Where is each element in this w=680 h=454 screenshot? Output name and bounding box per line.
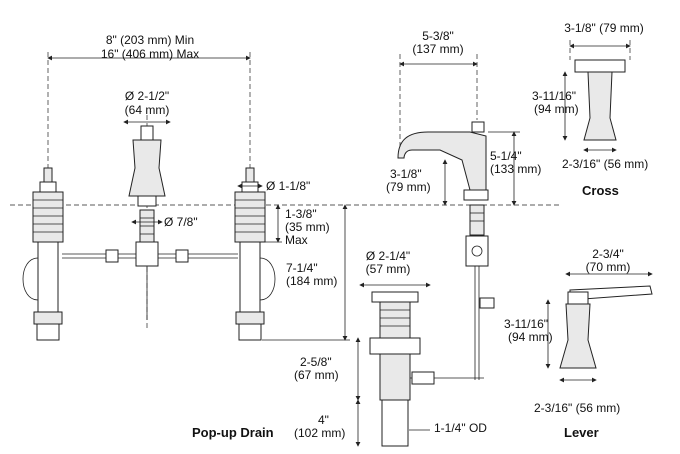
side-spout: [397, 54, 520, 380]
tail-od-label: 1-1/4" OD: [434, 421, 487, 435]
cross-title: Cross: [582, 183, 619, 198]
handle-diameter-mm: (64 mm): [124, 103, 170, 117]
tail-length-in: 4": [318, 413, 329, 427]
cross-handle: [562, 40, 631, 153]
below-deck-mm: (184 mm): [286, 274, 338, 288]
deck-max-mm: (35 mm): [285, 220, 330, 234]
cross-width-label: 3-1/8" (79 mm): [564, 21, 644, 35]
popup-drain-title: Pop-up Drain: [192, 425, 274, 440]
spout-reach-mm: (137 mm): [412, 42, 464, 56]
lever-height-in: 3-11/16": [504, 317, 549, 331]
left-valve: [22, 167, 64, 341]
drain-diameter-mm: (57 mm): [365, 262, 411, 276]
handle-diameter-in: Ø 2-1/2": [124, 89, 170, 103]
drain-body-mm: (67 mm): [294, 368, 339, 382]
shank-diameter-label: Ø 7/8": [164, 215, 198, 229]
cross-base-label: 2-3/16" (56 mm): [562, 157, 649, 171]
deck-max-word: Max: [285, 233, 308, 247]
spout-height-in: 3-1/8": [390, 167, 422, 181]
lever-width-mm: (70 mm): [585, 260, 631, 274]
cross-height-mm: (94 mm): [534, 102, 579, 116]
below-deck-in: 7-1/4": [286, 261, 318, 275]
right-valve: [234, 167, 276, 341]
tail-length-mm: (102 mm): [294, 426, 346, 440]
lever-handle: [545, 271, 653, 383]
deck-max-in: 1-3/8": [285, 207, 317, 221]
spout-reach-in: 5-3/8": [422, 29, 454, 43]
cross-height-in: 3-11/16": [532, 89, 577, 103]
spout-total-in: 5-1/4": [490, 149, 522, 163]
spread-min-label: 8" (203 mm) Min: [105, 33, 195, 47]
lever-height-mm: (94 mm): [508, 330, 553, 344]
center-spout-front: [62, 125, 238, 320]
lever-base-label: 2-3/16" (56 mm): [534, 401, 621, 415]
valve-diameter-label: Ø 1-1/8": [266, 179, 311, 193]
drain-diameter-in: Ø 2-1/4": [365, 249, 411, 263]
lever-width-in: 2-3/4": [592, 247, 624, 261]
spout-height-mm: (79 mm): [386, 180, 431, 194]
popup-drain: [355, 282, 484, 447]
drain-body-in: 2-5/8": [300, 355, 332, 369]
deck-thickness-dimension: [262, 204, 350, 341]
spread-max-label: 16" (406 mm) Max: [100, 47, 200, 61]
lever-title: Lever: [564, 425, 599, 440]
spout-total-mm: (133 mm): [490, 162, 542, 176]
